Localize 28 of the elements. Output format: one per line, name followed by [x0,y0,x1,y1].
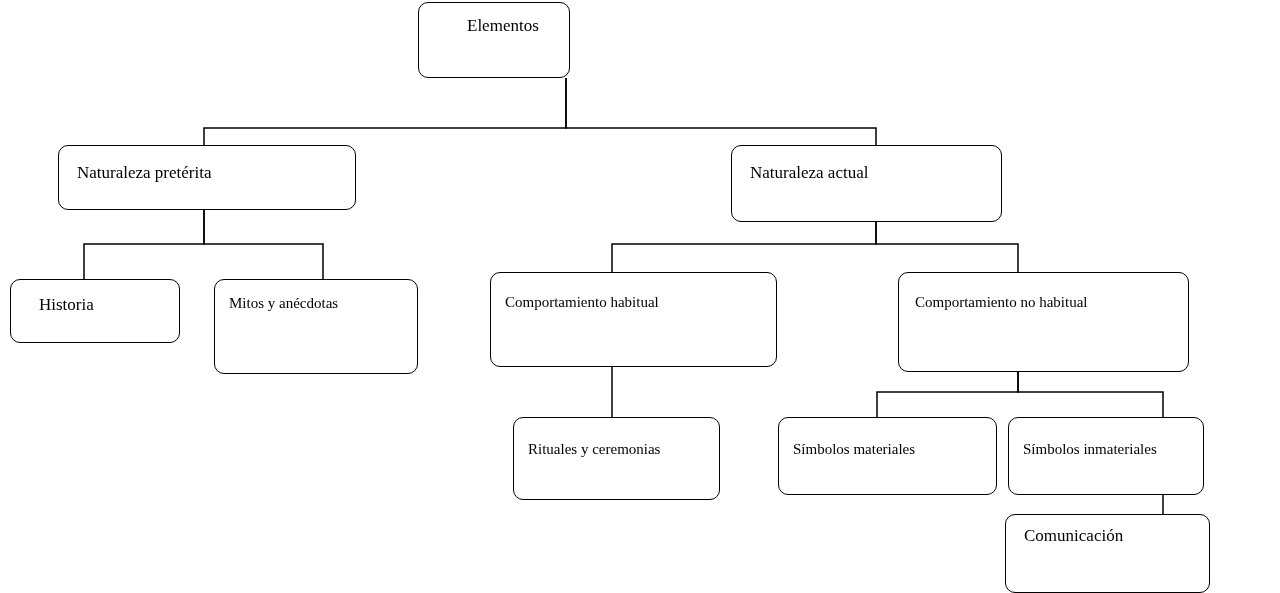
rounded-box [214,279,418,374]
connector-line [203,209,324,280]
rounded-box [898,272,1189,372]
box-label: Elementos [467,15,540,37]
box-label: Comportamiento no habitual [915,293,1089,312]
box-label: Comportamiento habitual [505,293,660,312]
box-label: Mitos y anécdotas [229,294,340,313]
rounded-box [10,279,180,343]
connector-line [565,77,877,146]
box-label: Naturaleza actual [750,162,870,184]
rounded-box [513,417,720,500]
box-label: Comunicación [1024,525,1125,547]
connector-line [611,366,613,418]
box-label: Símbolos inmateriales [1023,440,1158,459]
box-label: Rituales y ceremonias [528,440,662,459]
box-label: Historia [39,294,95,316]
connector-line [1162,494,1164,515]
rounded-box [58,145,356,210]
rounded-box [778,417,997,495]
rounded-box [418,2,570,78]
rounded-box [731,145,1002,222]
rounded-box [490,272,777,367]
box-label: Naturaleza pretérita [77,162,213,184]
box-label: Símbolos materiales [793,440,917,459]
rounded-box [1008,417,1204,495]
connector-line [1017,371,1164,418]
connector-line [875,221,1019,273]
rounded-box [1005,514,1210,593]
